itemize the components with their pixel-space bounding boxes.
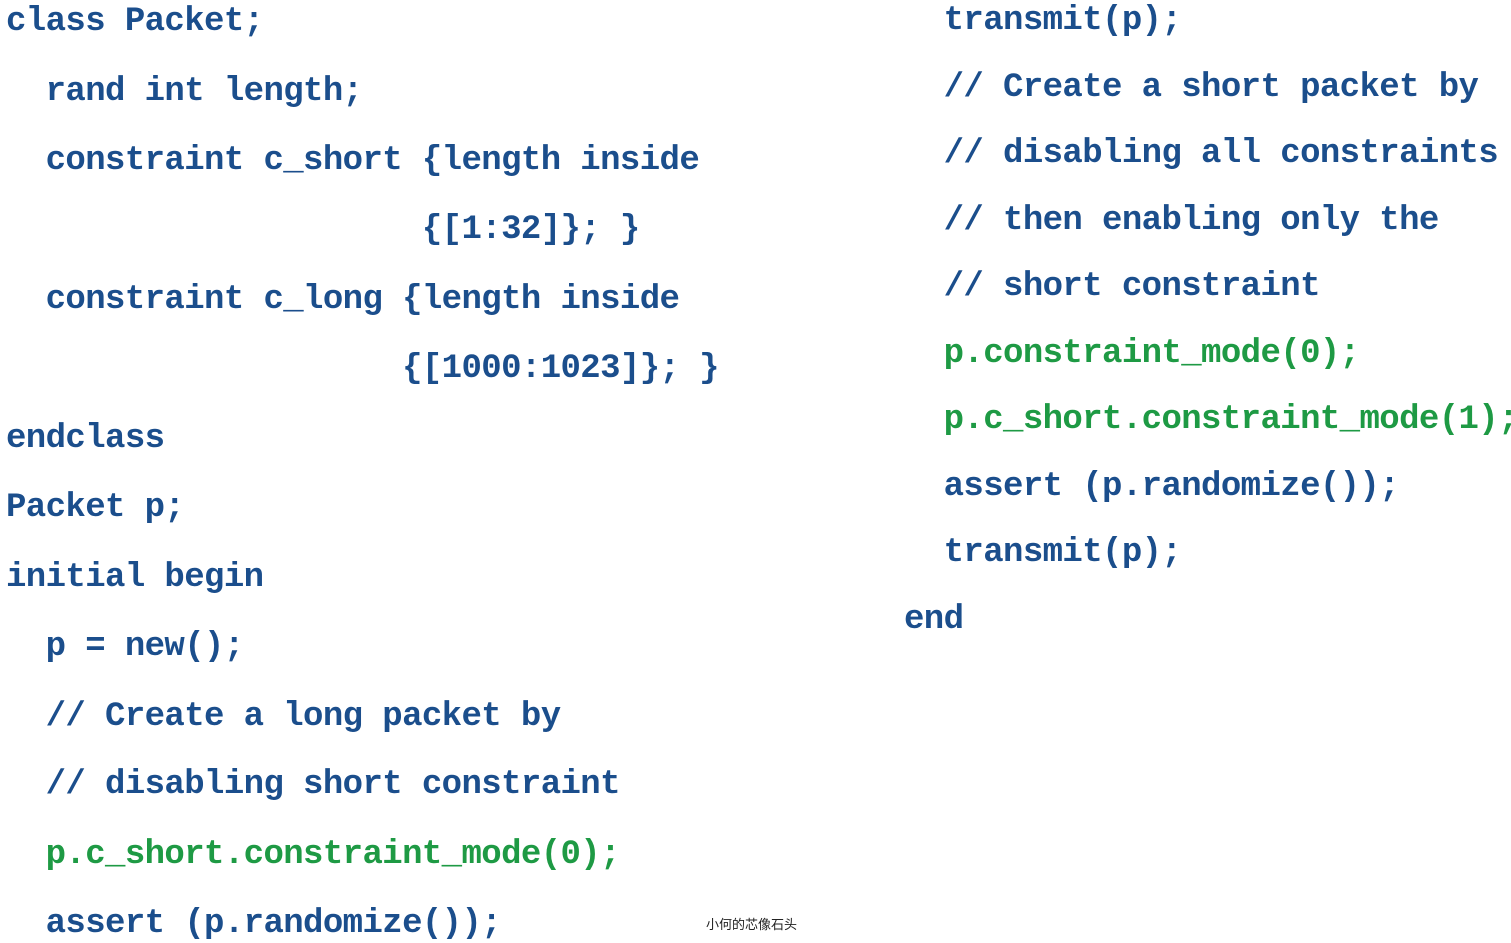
code-comment-short-packet: // Create a short packet by: [904, 69, 1479, 107]
code-line-transmit-2: transmit(p);: [904, 534, 1182, 572]
code-line-initial-begin: initial begin: [6, 559, 264, 597]
code-comment-short-constraint: // short constraint: [904, 268, 1321, 306]
code-line-enable-short-constraint: p.c_short.constraint_mode(1);: [904, 401, 1511, 439]
code-comment-disable-short: // disabling short constraint: [6, 766, 621, 804]
watermark-text: 小何的芯像石头: [706, 918, 798, 933]
code-line-transmit: transmit(p);: [904, 2, 1182, 40]
code-line-disable-short-constraint: p.c_short.constraint_mode(0);: [6, 836, 621, 874]
code-line-new: p = new();: [6, 628, 245, 666]
code-line-end: end: [904, 601, 964, 639]
code-line-constraint-long: constraint c_long {length inside: [6, 281, 680, 319]
code-comment-disable-all: // disabling all constraints: [904, 135, 1499, 173]
code-line-assert-randomize: assert (p.randomize());: [6, 905, 502, 943]
code-line-constraint-short-range: {[1:32]}; }: [6, 211, 640, 249]
code-line-rand-length: rand int length;: [6, 73, 363, 111]
code-comment-long-packet: // Create a long packet by: [6, 698, 562, 736]
code-line-packet-decl: Packet p;: [6, 489, 185, 527]
code-line-constraint-long-range: {[1000:1023]}; }: [6, 350, 719, 388]
code-comment-enable-only: // then enabling only the: [904, 202, 1440, 240]
code-line-constraint-short: constraint c_short {length inside: [6, 142, 700, 180]
code-line-disable-all-constraints: p.constraint_mode(0);: [904, 335, 1360, 373]
code-line-endclass: endclass: [6, 420, 165, 458]
code-line-assert-randomize-2: assert (p.randomize());: [904, 468, 1400, 506]
code-line-class-decl: class Packet;: [6, 3, 264, 41]
